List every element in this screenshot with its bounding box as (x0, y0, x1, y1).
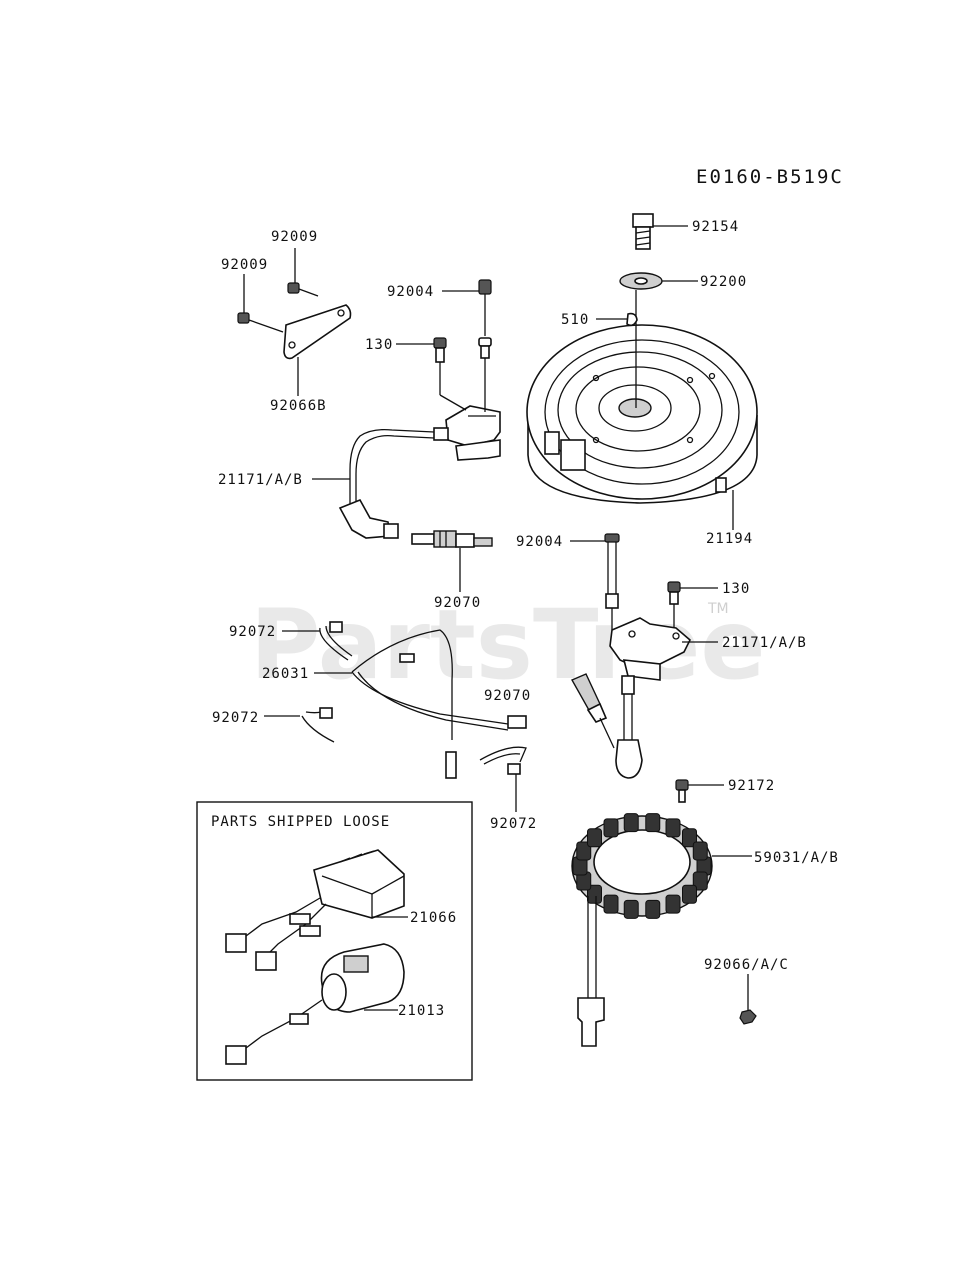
washer-92200[interactable] (619, 272, 663, 290)
label-21066: 21066 (410, 910, 457, 926)
label-92072-b: 92072 (212, 710, 259, 726)
screw-92172[interactable] (675, 779, 689, 803)
spark-plug-lower[interactable] (571, 673, 615, 749)
ht-lead-upper-b (355, 434, 435, 506)
label-92154: 92154 (692, 219, 739, 235)
clip-92072-c[interactable] (479, 746, 527, 775)
stator-tooth (587, 884, 603, 904)
label-92172: 92172 (728, 778, 775, 794)
stator-tooth (603, 894, 619, 914)
stator-teeth (572, 813, 712, 919)
ht-lead-upper (349, 428, 435, 506)
screw-92009-lower[interactable] (237, 312, 284, 333)
stator-tooth (681, 884, 697, 904)
parts-shipped-loose-box (196, 801, 473, 1081)
label-21171-lower: 21171/A/B (722, 635, 807, 651)
stator-tooth (665, 818, 681, 838)
stator-59031[interactable] (571, 813, 713, 919)
label-130-lower: 130 (722, 581, 750, 597)
label-92200: 92200 (700, 274, 747, 290)
ignition-coil-lower[interactable] (609, 617, 691, 695)
clip-92072-a[interactable] (319, 621, 353, 661)
harness-26031-a (351, 629, 453, 740)
label-92004-upper: 92004 (387, 284, 434, 300)
label-92009-upper: 92009 (271, 229, 318, 245)
stator-tooth (665, 894, 681, 914)
capacitor-21013[interactable] (225, 943, 405, 1065)
label-92070-upper: 92070 (434, 595, 481, 611)
regulator-21066[interactable] (225, 849, 405, 971)
stator-tooth (603, 818, 619, 838)
clip-92072-b[interactable] (301, 707, 335, 743)
cover-plate-92066B[interactable] (283, 304, 352, 360)
label-21171-upper: 21171/A/B (218, 472, 303, 488)
stator-tooth (645, 899, 661, 919)
diagram-code: E0160-B519C (696, 166, 844, 188)
stator-tooth (576, 841, 592, 861)
label-26031: 26031 (262, 666, 309, 682)
axis-130-upper-b (439, 394, 467, 411)
label-510: 510 (561, 312, 589, 328)
label-92072-a: 92072 (229, 624, 276, 640)
stator-tooth (692, 841, 708, 861)
flywheel-21194[interactable] (526, 324, 758, 504)
screw-130-upper[interactable] (433, 337, 447, 363)
screw-130-lower[interactable] (667, 581, 681, 605)
stator-tooth (692, 871, 708, 891)
label-21194: 21194 (706, 531, 753, 547)
label-59031: 59031/A/B (754, 850, 839, 866)
stator-tooth (587, 828, 603, 848)
parts-shipped-loose-title: PARTS SHIPPED LOOSE (211, 814, 390, 830)
harness-26031-b (351, 671, 509, 725)
screw-92009-upper[interactable] (287, 282, 319, 297)
bolt-92004-upper[interactable] (478, 279, 492, 359)
spark-plug-92070-upper[interactable] (411, 530, 493, 548)
label-92070-lower: 92070 (484, 688, 531, 704)
label-92072-c: 92072 (490, 816, 537, 832)
plug-cap-upper[interactable] (338, 498, 399, 539)
bolt-92004-lower[interactable] (604, 533, 620, 609)
key-510[interactable] (626, 312, 638, 327)
stator-tooth (623, 899, 639, 919)
nut-92066[interactable] (739, 1009, 757, 1025)
label-92004-lower: 92004 (516, 534, 563, 550)
watermark-trademark: TM (707, 601, 729, 617)
bolt-92154[interactable] (632, 213, 654, 250)
label-130-upper: 130 (365, 337, 393, 353)
harness-26031-c (357, 671, 509, 731)
label-92009-lower: 92009 (221, 257, 268, 273)
label-92066B: 92066B (270, 398, 327, 414)
ht-lead-lower[interactable] (615, 694, 643, 779)
label-92066AC: 92066/A/C (704, 957, 789, 973)
stator-tooth (681, 828, 697, 848)
ignition-coil-upper[interactable] (433, 405, 501, 461)
stator-tooth (623, 813, 639, 833)
label-21013: 21013 (398, 1003, 445, 1019)
stator-tooth (645, 813, 661, 833)
stator-lead[interactable] (577, 896, 605, 1047)
harness-connector-26031[interactable] (399, 653, 527, 779)
